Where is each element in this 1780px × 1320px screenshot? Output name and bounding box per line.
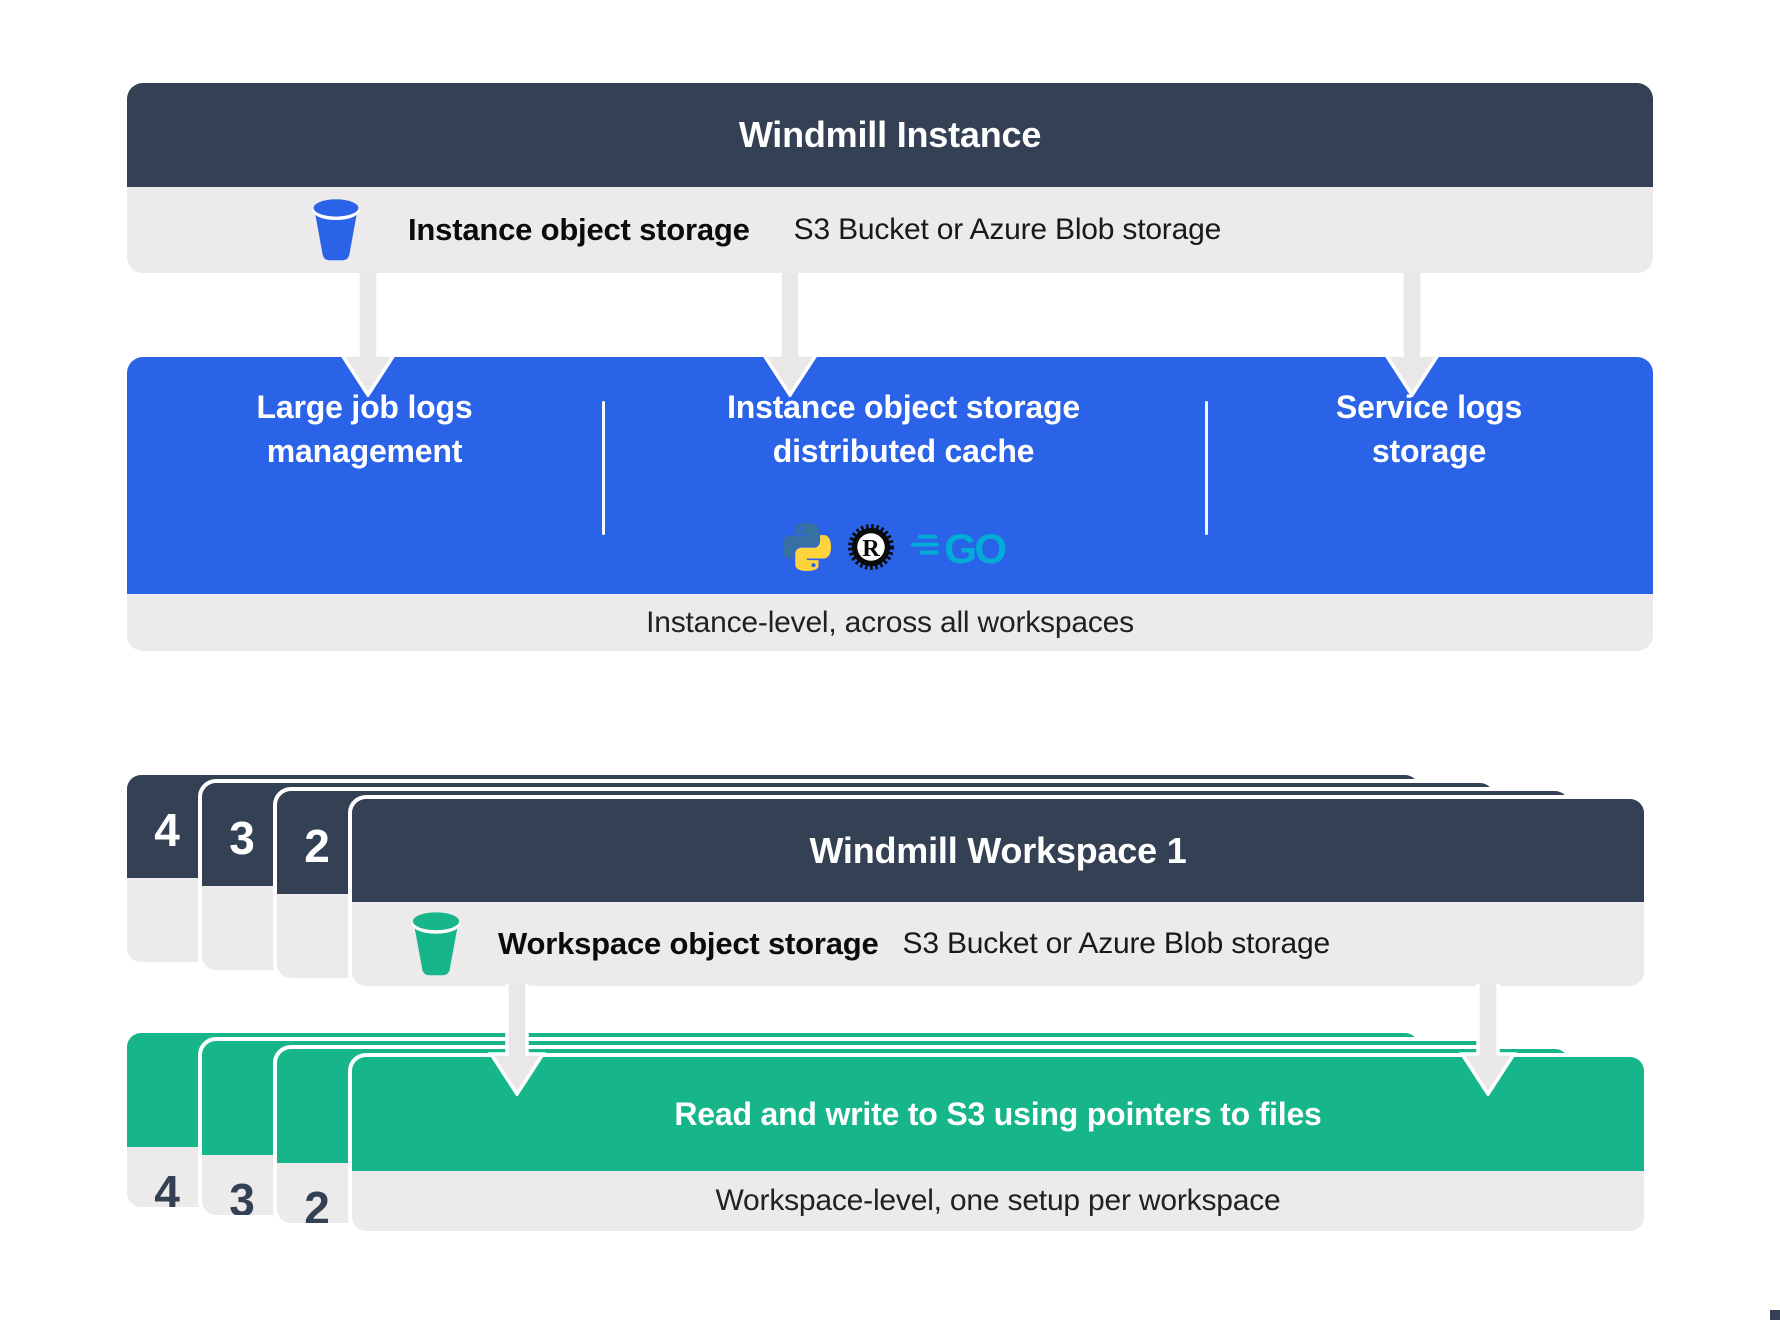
rust-icon: R	[847, 524, 894, 570]
instance-card: Windmill Instance Instance object storag…	[127, 83, 1653, 273]
feature-column-distributed-cache: Instance object storage distributed cach…	[602, 385, 1205, 473]
workspace-storage-note: S3 Bucket or Azure Blob storage	[902, 927, 1331, 960]
instance-caption: Instance-level, across all workspaces	[646, 605, 1134, 639]
instance-storage-row: Instance object storage S3 Bucket or Azu…	[127, 187, 1653, 273]
feature-column-line: management	[266, 433, 463, 469]
feature-card: Read and write to S3 using pointers to f…	[348, 1053, 1648, 1235]
feature-caption: Workspace-level, one setup per workspace	[715, 1184, 1281, 1217]
feature-column-large-job-logs: Large job logs management	[127, 385, 602, 473]
feature-column-line: Large job logs	[256, 389, 473, 425]
instance-caption-bar: Instance-level, across all workspaces	[127, 594, 1653, 651]
bucket-icon	[411, 912, 461, 976]
stack-number: 3	[229, 1174, 255, 1219]
workspace-card: Windmill Workspace 1 Workspace object st…	[348, 795, 1648, 990]
feature-column-line: storage	[1371, 433, 1487, 469]
stack-number: 4	[154, 1166, 180, 1211]
feature-column-line: distributed cache	[772, 433, 1035, 469]
instance-features-box: Large job logs management Instance objec…	[127, 357, 1653, 594]
language-icons-row: R GO	[602, 519, 1205, 575]
feature-caption-bar: Workspace-level, one setup per workspace	[352, 1171, 1644, 1231]
column-divider	[602, 401, 605, 535]
instance-storage-note: S3 Bucket or Azure Blob storage	[793, 213, 1222, 246]
svg-text:R: R	[862, 535, 880, 562]
instance-card-header: Windmill Instance	[127, 83, 1653, 187]
instance-title: Windmill Instance	[738, 114, 1042, 155]
workspace-storage-label: Workspace object storage	[498, 926, 879, 961]
go-icon: GO	[910, 525, 1008, 570]
workspace-storage-row: Workspace object storage S3 Bucket or Az…	[352, 902, 1644, 986]
arrow-down-icon	[760, 273, 820, 397]
column-divider	[1205, 401, 1208, 535]
stack-number: 2	[304, 820, 330, 872]
workspace-card-header: Windmill Workspace 1	[352, 799, 1644, 902]
svg-text:GO: GO	[944, 525, 1005, 570]
instance-storage-label: Instance object storage	[408, 212, 750, 247]
feature-column-line: Instance object storage	[727, 389, 1080, 425]
python-icon	[782, 523, 831, 571]
feature-column-line: Service logs	[1335, 389, 1523, 425]
stack-number: 4	[154, 804, 180, 856]
corner-dot	[1770, 1310, 1780, 1320]
feature-card-header: Read and write to S3 using pointers to f…	[352, 1057, 1644, 1171]
feature-title: Read and write to S3 using pointers to f…	[674, 1095, 1322, 1132]
stack-number: 2	[304, 1182, 330, 1227]
arrow-down-icon	[1458, 984, 1518, 1096]
arrow-down-icon	[487, 984, 547, 1096]
workspace-title: Windmill Workspace 1	[809, 829, 1187, 871]
bucket-icon	[312, 199, 360, 261]
stack-number: 3	[229, 812, 255, 864]
arrow-down-icon	[1382, 273, 1442, 397]
arrow-down-icon	[338, 273, 398, 397]
feature-column-service-logs: Service logs storage	[1205, 385, 1653, 473]
